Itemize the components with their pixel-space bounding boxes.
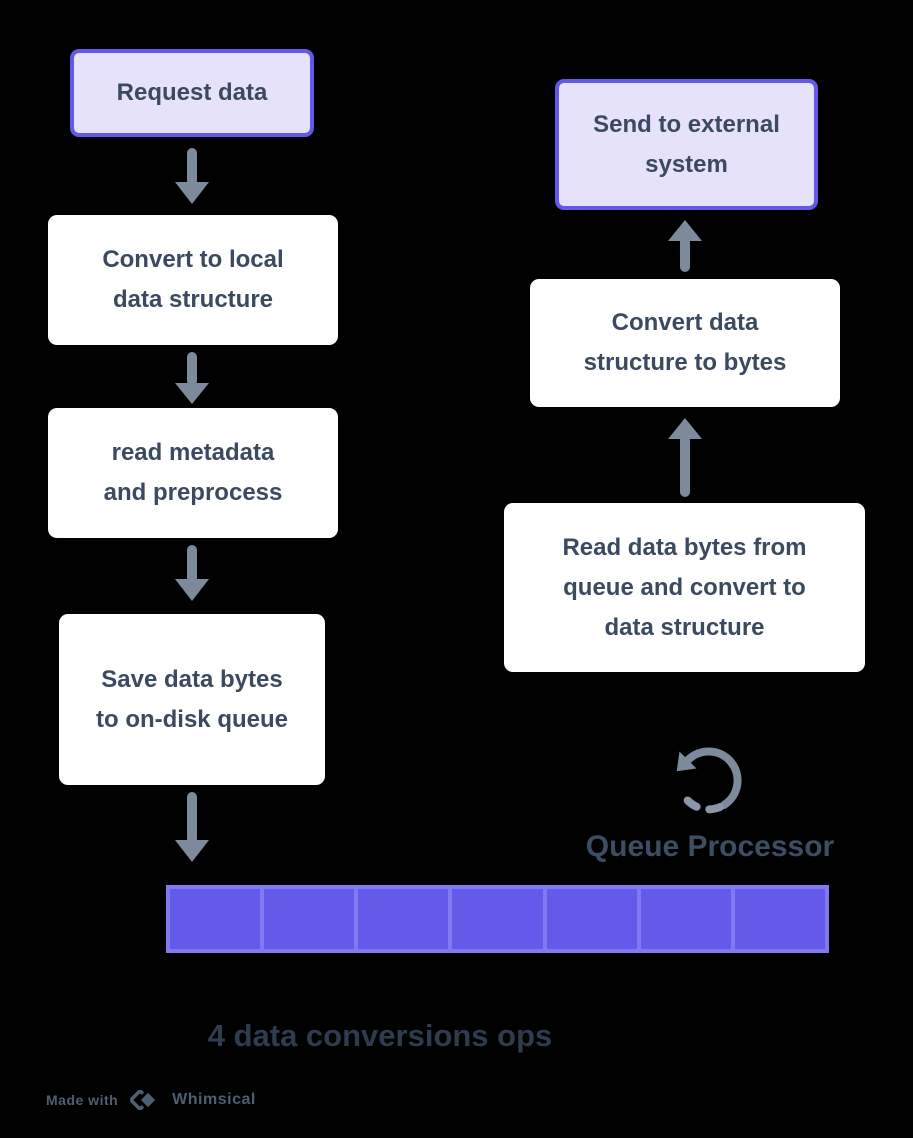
queue-segment [264,889,355,949]
down-arrow-icon [175,792,209,862]
whimsical-watermark[interactable]: Made with Whimsical [46,1084,256,1116]
node-save-bytes-to-queue[interactable]: Save data bytes to on-disk queue [59,614,325,785]
up-arrow-icon [668,418,702,497]
queue-segment [358,889,449,949]
watermark-prefix: Made with [46,1092,119,1108]
queue-segment [170,889,261,949]
node-send-to-external-system[interactable]: Send to external system [555,79,818,210]
down-arrow-icon [175,545,209,601]
refresh-cycle-icon [676,747,742,814]
node-read-bytes-from-queue[interactable]: Read data bytes from queue and convert t… [504,503,865,672]
queue-segment [734,889,825,949]
whimsical-logo-icon [130,1089,159,1111]
down-arrow-icon [175,352,209,404]
node-convert-structure-to-bytes[interactable]: Convert data structure to bytes [530,279,840,407]
node-read-metadata-preprocess[interactable]: read metadata and preprocess [48,408,338,538]
queue-processor-label: Queue Processor [585,830,835,863]
node-convert-to-local-structure[interactable]: Convert to local data structure [48,215,338,345]
queue-segment [452,889,543,949]
queue-bar[interactable] [166,885,829,953]
node-request-data[interactable]: Request data [70,49,314,137]
conversions-caption: 4 data conversions ops [207,1018,553,1053]
queue-segment [546,889,637,949]
down-arrow-icon [175,148,209,204]
queue-segment [640,889,731,949]
up-arrow-icon [668,220,702,272]
watermark-brand: Whimsical [172,1091,256,1108]
